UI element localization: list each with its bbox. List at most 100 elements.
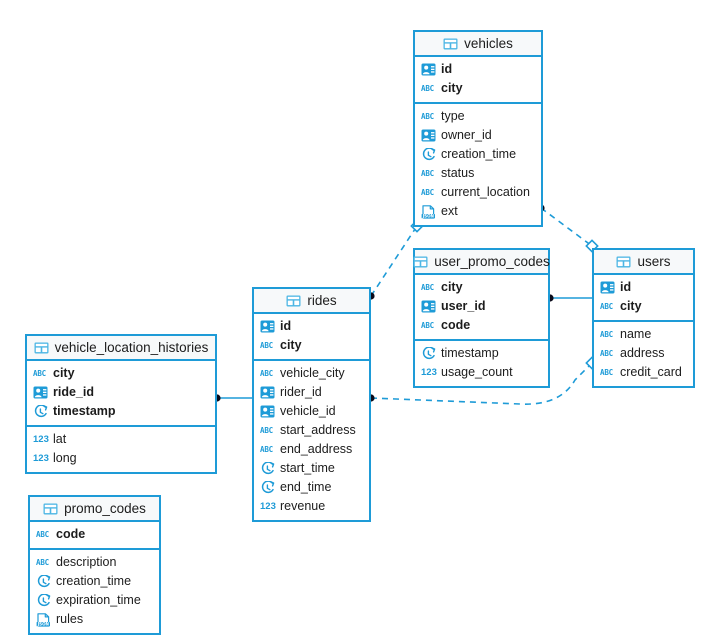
relationship-line-rides-to-vehicles[interactable] bbox=[370, 225, 418, 297]
svg-text:JSON: JSON bbox=[422, 213, 435, 218]
table-header-user_promo_codes[interactable]: user_promo_codes bbox=[413, 250, 550, 275]
column-field-owner_id[interactable]: owner_id bbox=[415, 126, 541, 145]
field-label: city bbox=[441, 280, 463, 295]
field-label: vehicle_city bbox=[280, 366, 345, 381]
number-icon: 123 bbox=[33, 452, 49, 464]
clock-icon bbox=[260, 461, 275, 476]
primary-key-field-city[interactable]: ABC city bbox=[415, 278, 548, 297]
column-field-timestamp[interactable]: timestamp bbox=[415, 344, 548, 363]
field-label: credit_card bbox=[620, 365, 682, 380]
field-label: city bbox=[53, 366, 75, 381]
column-field-rider_id[interactable]: rider_id bbox=[254, 383, 369, 402]
column-field-creation_time[interactable]: creation_time bbox=[415, 145, 541, 164]
abc-icon: ABC bbox=[600, 348, 613, 358]
primary-key-field-id[interactable]: id bbox=[415, 60, 541, 79]
identity-icon bbox=[421, 63, 436, 76]
primary-key-field-timestamp[interactable]: timestamp bbox=[27, 402, 215, 421]
abc-icon: ABC bbox=[421, 320, 434, 330]
svg-text:JSON: JSON bbox=[37, 621, 50, 626]
table-header-rides[interactable]: rides bbox=[254, 289, 369, 314]
abc-icon: ABC bbox=[36, 557, 49, 567]
column-field-start_time[interactable]: start_time bbox=[254, 459, 369, 478]
field-label: id bbox=[280, 319, 292, 334]
field-label: owner_id bbox=[441, 128, 492, 143]
field-label: name bbox=[620, 327, 652, 342]
clock-icon bbox=[36, 593, 51, 608]
table-header-vehicle_location_histories[interactable]: vehicle_location_histories bbox=[27, 336, 215, 361]
field-label: code bbox=[56, 527, 86, 542]
field-label: creation_time bbox=[441, 147, 517, 162]
primary-key-field-id[interactable]: id bbox=[594, 278, 693, 297]
table-title: user_promo_codes bbox=[434, 254, 550, 269]
table-header-vehicles[interactable]: vehicles bbox=[415, 32, 541, 57]
column-field-usage_count[interactable]: 123 usage_count bbox=[415, 363, 548, 382]
identity-icon bbox=[600, 281, 615, 294]
abc-icon: ABC bbox=[421, 282, 434, 292]
table-icon bbox=[443, 38, 458, 50]
number-icon: 123 bbox=[260, 500, 276, 512]
field-label: address bbox=[620, 346, 665, 361]
field-label: city bbox=[620, 299, 642, 314]
number-icon: 123 bbox=[421, 366, 437, 378]
table-icon bbox=[43, 503, 58, 515]
primary-key-field-user_id[interactable]: user_id bbox=[415, 297, 548, 316]
clock-icon bbox=[421, 346, 436, 361]
table-header-promo_codes[interactable]: promo_codes bbox=[30, 497, 159, 522]
field-label: timestamp bbox=[53, 404, 116, 419]
abc-icon: ABC bbox=[36, 529, 49, 539]
relationship-line-vehicles-to-users[interactable] bbox=[540, 207, 593, 247]
column-section: timestamp 123 usage_count bbox=[415, 341, 548, 386]
abc-icon: ABC bbox=[600, 329, 613, 339]
field-label: usage_count bbox=[441, 365, 513, 380]
clock-icon bbox=[36, 574, 51, 589]
abc-icon: ABC bbox=[260, 368, 273, 378]
table-title: rides bbox=[307, 293, 337, 308]
primary-key-field-ride_id[interactable]: ride_id bbox=[27, 383, 215, 402]
clock-icon bbox=[421, 147, 436, 162]
column-field-expiration_time[interactable]: expiration_time bbox=[30, 591, 159, 610]
table-title: vehicle_location_histories bbox=[54, 340, 209, 355]
column-field-vehicle_id[interactable]: vehicle_id bbox=[254, 402, 369, 421]
column-field-address[interactable]: ABC address bbox=[594, 344, 693, 363]
field-label: city bbox=[441, 81, 463, 96]
table-header-users[interactable]: users bbox=[594, 250, 693, 275]
table-title: users bbox=[637, 254, 671, 269]
column-field-vehicle_city[interactable]: ABC vehicle_city bbox=[254, 364, 369, 383]
abc-icon: ABC bbox=[260, 425, 273, 435]
field-label: vehicle_id bbox=[280, 404, 336, 419]
column-field-creation_time[interactable]: creation_time bbox=[30, 572, 159, 591]
column-field-name[interactable]: ABC name bbox=[594, 325, 693, 344]
primary-key-field-code[interactable]: ABC code bbox=[30, 525, 159, 544]
primary-key-field-id[interactable]: id bbox=[254, 317, 369, 336]
column-field-end_time[interactable]: end_time bbox=[254, 478, 369, 497]
identity-icon bbox=[260, 405, 275, 418]
identity-icon bbox=[421, 300, 436, 313]
